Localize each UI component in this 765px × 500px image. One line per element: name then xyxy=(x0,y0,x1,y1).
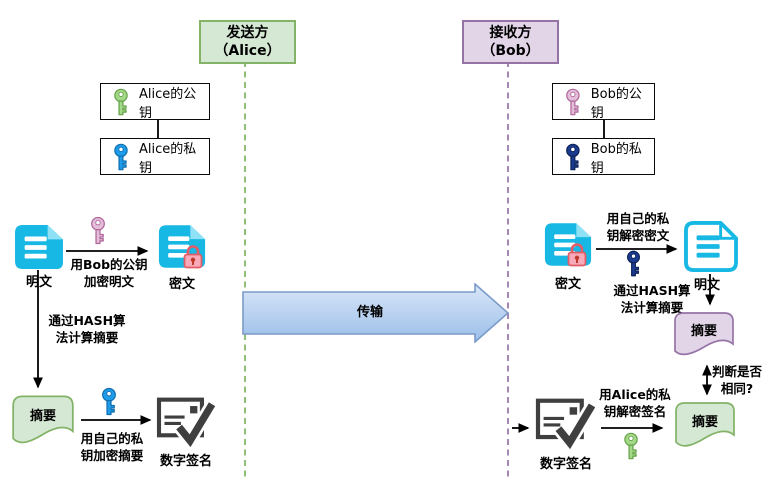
alice-public-key-box: Alice的公钥 xyxy=(100,83,210,121)
receiver-computed-digest-label: 摘要 xyxy=(690,324,717,339)
receiver-plaintext-label: 明文 xyxy=(693,278,720,293)
digest-document-icon xyxy=(12,395,74,444)
bob-public-key-box: Bob的公钥 xyxy=(552,83,655,121)
receiver-computed-digest-shape: 摘要 xyxy=(668,309,740,361)
encrypt-step-label: 用Bob的公钥 加密明文 xyxy=(70,257,148,289)
digest-document-icon xyxy=(675,402,735,447)
receiver-header-label: 接收方 （Bob） xyxy=(481,24,540,59)
sign-step-label: 用自己的私 钥加密摘要 xyxy=(80,431,144,463)
navy-key-icon xyxy=(627,250,640,277)
alice-private-key-box: Alice的私钥 xyxy=(100,138,210,176)
blue-key-icon xyxy=(102,387,116,416)
bob-private-key-label: Bob的私钥 xyxy=(590,141,642,176)
sender-digest-label: 摘要 xyxy=(29,409,56,424)
receiver-decrypted-digest-label: 摘要 xyxy=(691,415,718,430)
sender-ciphertext-label: 密文 xyxy=(168,277,195,292)
plaintext-document-icon xyxy=(684,221,738,272)
green-key-icon xyxy=(114,88,128,115)
receiver-header: 接收方 （Bob） xyxy=(462,20,559,64)
verify-step-label: 用Alice的私 钥解密签名 xyxy=(599,387,671,419)
sender-hash-step-label: 通过HASH算 法计算摘要 xyxy=(48,313,126,345)
lock-icon xyxy=(567,243,587,267)
lock-icon xyxy=(183,245,203,269)
digest-document-icon xyxy=(674,312,734,356)
transmission-arrow xyxy=(242,283,510,343)
receiver-ciphertext-label: 密文 xyxy=(554,277,581,292)
sender-plaintext-label: 明文 xyxy=(25,275,52,290)
blue-key-icon xyxy=(114,143,128,170)
sender-header: 发送方 （Alice） xyxy=(199,20,296,64)
digital-signature-icon xyxy=(535,398,595,451)
bob-private-key-box: Bob的私钥 xyxy=(552,138,655,176)
alice-public-key-label: Alice的公钥 xyxy=(138,86,197,121)
decrypt-step-label: 用自己的私 钥解密密文 xyxy=(606,211,670,243)
transmission-label: 传输 xyxy=(356,305,383,320)
green-key-icon xyxy=(624,432,638,460)
sender-signature-label: 数字签名 xyxy=(159,454,212,469)
sender-header-label: 发送方 （Alice） xyxy=(214,24,281,59)
bob-public-key-label: Bob的公钥 xyxy=(590,86,642,121)
sender-digest-shape: 摘要 xyxy=(7,392,79,450)
receiver-decrypted-digest-shape: 摘要 xyxy=(670,399,740,453)
receiver-hash-step-label: 通过HASH算 法计算摘要 xyxy=(613,283,691,315)
alice-private-key-label: Alice的私钥 xyxy=(138,141,197,176)
pink-key-icon xyxy=(91,216,105,245)
receiver-signature-label: 数字签名 xyxy=(539,457,592,472)
navy-key-icon xyxy=(566,143,580,170)
pink-key-icon xyxy=(566,88,580,115)
plaintext-document-icon xyxy=(15,224,63,270)
compare-step-label: 判断是否 相同? xyxy=(711,364,762,396)
digital-signature-icon xyxy=(156,397,215,449)
